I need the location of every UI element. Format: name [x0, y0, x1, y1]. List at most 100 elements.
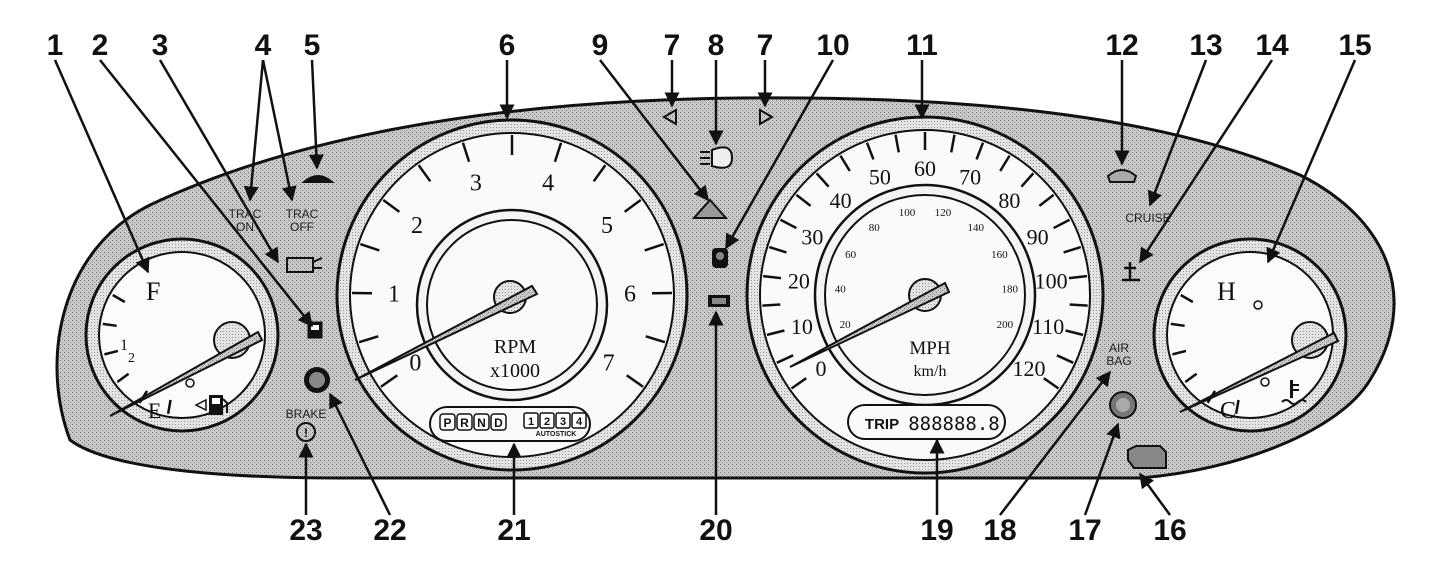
callout-22: 22	[373, 514, 406, 547]
low-washer-icon	[286, 257, 323, 273]
callout-20: 20	[699, 514, 732, 547]
fuel-tick	[166, 399, 172, 415]
headlamp-icon	[700, 146, 734, 169]
callout-12: 12	[1105, 29, 1138, 62]
autostick-box	[555, 412, 571, 429]
security-alert-icon	[691, 198, 729, 219]
autostick-gear-label: 3	[560, 416, 566, 428]
speed-tick-label: 10	[791, 314, 813, 339]
speed-tick	[779, 218, 797, 230]
trac-on-line1: TRAC	[229, 207, 262, 221]
low-fuel-icon	[1109, 391, 1137, 419]
speed-tick	[1063, 245, 1082, 254]
tach-tick	[645, 335, 666, 344]
speed-tick	[1038, 193, 1055, 207]
temp-hot-label: H	[1217, 277, 1236, 306]
temp-tick	[1234, 399, 1240, 415]
speed-tick	[790, 377, 807, 390]
temp-tick	[1180, 293, 1194, 304]
kmh-tick-label: 60	[845, 249, 857, 261]
speed-tick-label: 90	[1027, 224, 1049, 249]
tach-tick	[592, 164, 607, 183]
abs-warning-icon	[304, 367, 330, 393]
temp-tick	[1172, 349, 1187, 356]
callout-3: 3	[152, 29, 169, 62]
fuel-half-den: 2	[128, 351, 135, 366]
fuel-tick	[104, 349, 119, 356]
callout-8: 8	[708, 29, 725, 62]
speed-unit-kmh: km/h	[914, 363, 947, 380]
upshift-icon	[1122, 262, 1140, 282]
callout-2: 2	[92, 29, 109, 62]
callout-16: 16	[1153, 514, 1186, 547]
tach-needle	[354, 284, 539, 381]
speed-tick-label: 110	[1032, 314, 1064, 339]
tach-tick-label: 0	[409, 351, 421, 377]
callout-14: 14	[1255, 29, 1289, 62]
callout-23: 23	[289, 514, 322, 547]
trac-off-line2: OFF	[290, 220, 314, 234]
kmh-tick-label: 120	[935, 207, 952, 219]
autostick-box	[523, 412, 539, 429]
callout-9: 9	[592, 29, 609, 62]
high-beam-icon	[301, 175, 335, 183]
speed-tick	[1053, 218, 1071, 230]
callout-1: 1	[47, 29, 64, 62]
speed-tick	[776, 354, 794, 364]
autostick-label: AUTOSTICK	[536, 431, 577, 438]
callout-5: 5	[304, 29, 321, 62]
speed-tick-label: 80	[998, 188, 1020, 213]
speed-tick-label: 20	[788, 268, 810, 293]
fuel-tick	[116, 372, 130, 384]
kmh-tick-label: 160	[991, 249, 1008, 261]
tach-tick	[380, 374, 399, 388]
tach-tick	[382, 198, 401, 213]
temp-tick	[1184, 372, 1198, 384]
speed-tick	[1043, 377, 1060, 390]
brake-label: BRAKE	[286, 407, 327, 421]
callout-11: 11	[906, 29, 938, 62]
kmh-tick-label: 200	[997, 319, 1014, 331]
speed-tick	[1068, 274, 1088, 280]
tach-tick	[417, 164, 432, 183]
battery-icon	[708, 295, 730, 307]
speed-tick	[766, 329, 785, 337]
kmh-tick-label: 140	[968, 222, 985, 234]
speed-tick-label: 0	[815, 356, 826, 381]
speed-tick	[949, 134, 956, 153]
fuel-full-label: F	[146, 277, 160, 306]
speed-tick	[894, 134, 901, 153]
kmh-tick-label: 40	[835, 283, 847, 295]
callout-21: 21	[497, 514, 530, 547]
gear-box	[473, 413, 490, 431]
kmh-tick-label: 100	[899, 207, 916, 219]
tach-tick-label: 2	[411, 213, 423, 239]
airbag-line2: BAG	[1106, 354, 1131, 368]
callout-17: 17	[1068, 514, 1101, 547]
callout-6: 6	[499, 29, 516, 62]
fuel-tick	[112, 293, 126, 304]
temp-needle	[1179, 331, 1340, 413]
speed-tick-label: 50	[869, 164, 891, 189]
callout-4: 4	[255, 29, 272, 62]
turn-signal-right-icon	[759, 108, 774, 126]
speed-tick	[1069, 303, 1088, 307]
speed-tick	[762, 303, 781, 307]
speed-tick	[815, 172, 830, 188]
autostick-gear-label: 1	[528, 416, 534, 428]
coolant-temp-icon	[1281, 380, 1307, 405]
fuel-tick	[102, 322, 117, 328]
speed-tick-label: 100	[1035, 268, 1068, 293]
tach-tick	[553, 142, 563, 163]
oil-pressure-icon	[1106, 169, 1138, 183]
kmh-tick-label: 180	[1001, 283, 1018, 295]
speed-tick	[768, 245, 787, 254]
fuel-indicator-dot	[185, 378, 195, 388]
temp-tick	[1170, 322, 1185, 328]
temp-indicator-dot	[1253, 300, 1263, 310]
fuel-gauge: F 1 2 E	[84, 237, 280, 433]
cruise-label: CRUISE	[1125, 211, 1170, 225]
callout-10: 10	[816, 29, 849, 62]
tach-tick-label: 4	[542, 171, 554, 197]
speed-tick	[839, 155, 851, 172]
